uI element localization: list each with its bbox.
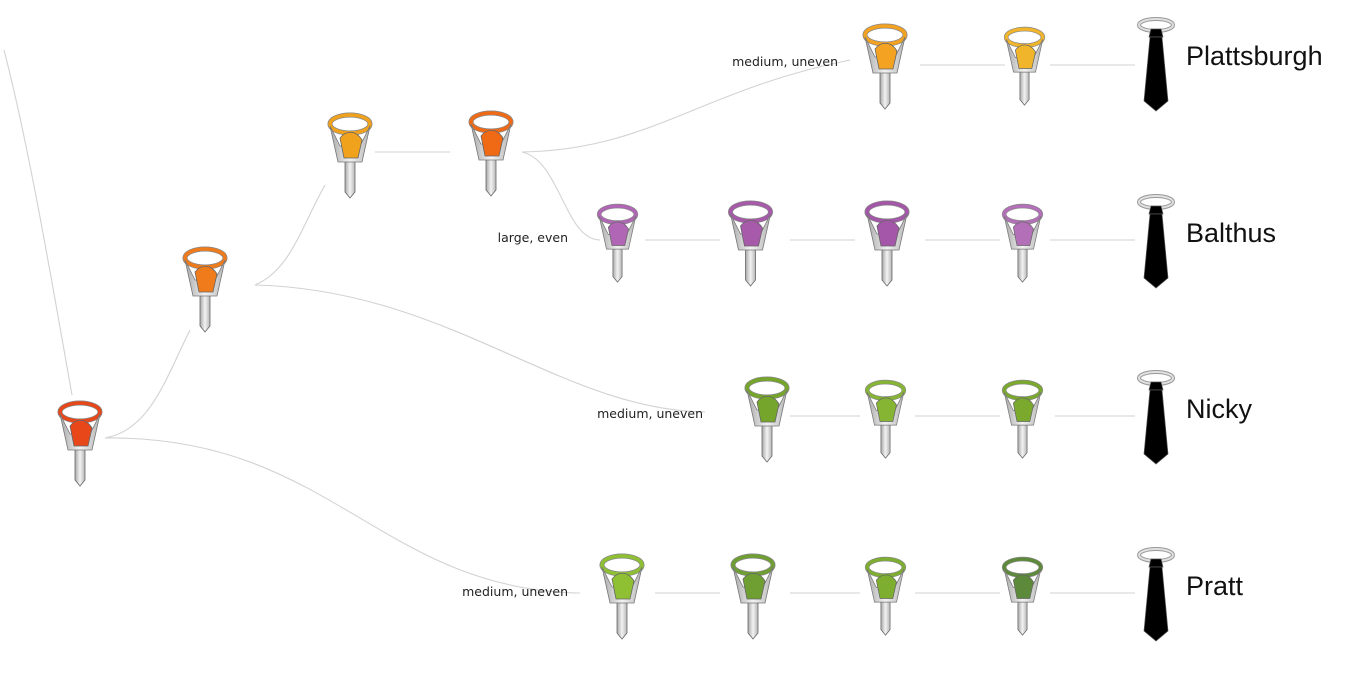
tie-step-icon [1004,206,1041,282]
tie-step-icon [733,556,773,639]
connector-left-edge [3,49,73,396]
tie-step-icon [747,379,787,462]
knot-name-pratt: Pratt [1186,571,1244,601]
tie-step-icon [602,556,642,639]
tie-step-icon [185,249,225,332]
finished-tie-icon [1137,194,1175,290]
connectors [3,49,1135,594]
connector-root-to-pratt [104,437,581,594]
knot-row-balthus: large, even Balthus [498,194,1276,290]
finished-tie-icon [1137,17,1175,113]
connector-step4-to-balthus [521,151,601,241]
branch-label-balthus: large, even [498,230,568,245]
tie-step-icon [60,403,100,486]
knot-row-nicky: medium, uneven Nicky [597,370,1252,466]
tie-step-icon [471,113,511,196]
knot-name-nicky: Nicky [1186,394,1252,424]
tie-step-icon [599,206,636,282]
tie-step-icon [867,382,904,458]
finished-tie-icon [1137,370,1175,466]
connector-root-to-step2 [104,329,191,439]
connector-step2-to-step3 [254,184,326,286]
knot-name-balthus: Balthus [1186,218,1276,248]
tie-step-icon [865,26,905,109]
tie-step-icon [1004,559,1041,635]
trunk-steps [60,113,511,486]
tie-step-icon [1004,382,1041,458]
tie-step-icon [867,559,904,635]
connector-step2-to-nicky [254,284,706,413]
knot-row-pratt: medium, uneven Pratt [462,547,1244,643]
knot-row-plattsburgh: medium, uneven Plattsburgh [732,17,1323,113]
knot-name-plattsburgh: Plattsburgh [1186,41,1323,71]
branch-label-plattsburgh: medium, uneven [732,54,838,69]
tie-step-icon [1006,29,1043,105]
branch-label-nicky: medium, uneven [597,406,703,421]
tie-step-icon [867,203,907,286]
connector-step4-to-plattsburgh [521,59,851,153]
branch-label-pratt: medium, uneven [462,584,568,599]
finished-tie-icon [1137,547,1175,643]
tie-step-icon [731,203,771,286]
tie-step-icon [330,115,370,198]
